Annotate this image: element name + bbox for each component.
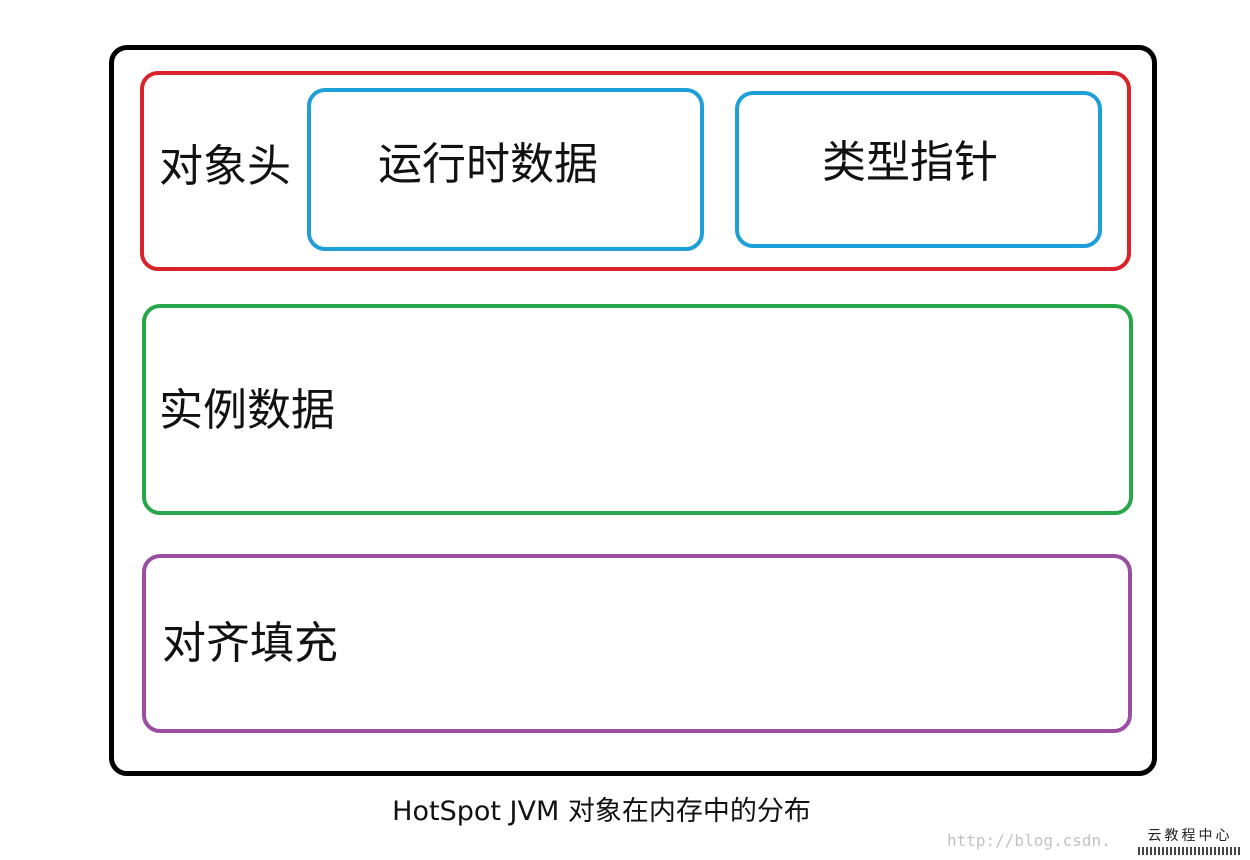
object-header-label: 对象头	[159, 141, 291, 192]
object-layout-frame	[109, 45, 1157, 776]
type-pointer-box	[735, 91, 1102, 248]
watermark-url: http://blog.csdn.	[947, 831, 1111, 850]
runtime-data-label: 运行时数据	[378, 139, 598, 190]
diagram-caption: HotSpot JVM 对象在内存中的分布	[392, 796, 811, 827]
instance-data-label: 实例数据	[159, 385, 335, 436]
alignment-padding-box	[142, 554, 1132, 733]
type-pointer-label: 类型指针	[822, 137, 998, 188]
alignment-padding-label: 对齐填充	[162, 618, 338, 669]
instance-data-box	[142, 304, 1133, 515]
watermark-logo-text: 云教程中心	[1147, 828, 1233, 844]
runtime-data-box	[307, 88, 704, 251]
watermark-logo: 云教程中心	[1134, 828, 1246, 858]
object-header-box	[140, 71, 1131, 271]
watermark-logo-subline	[1138, 847, 1242, 855]
